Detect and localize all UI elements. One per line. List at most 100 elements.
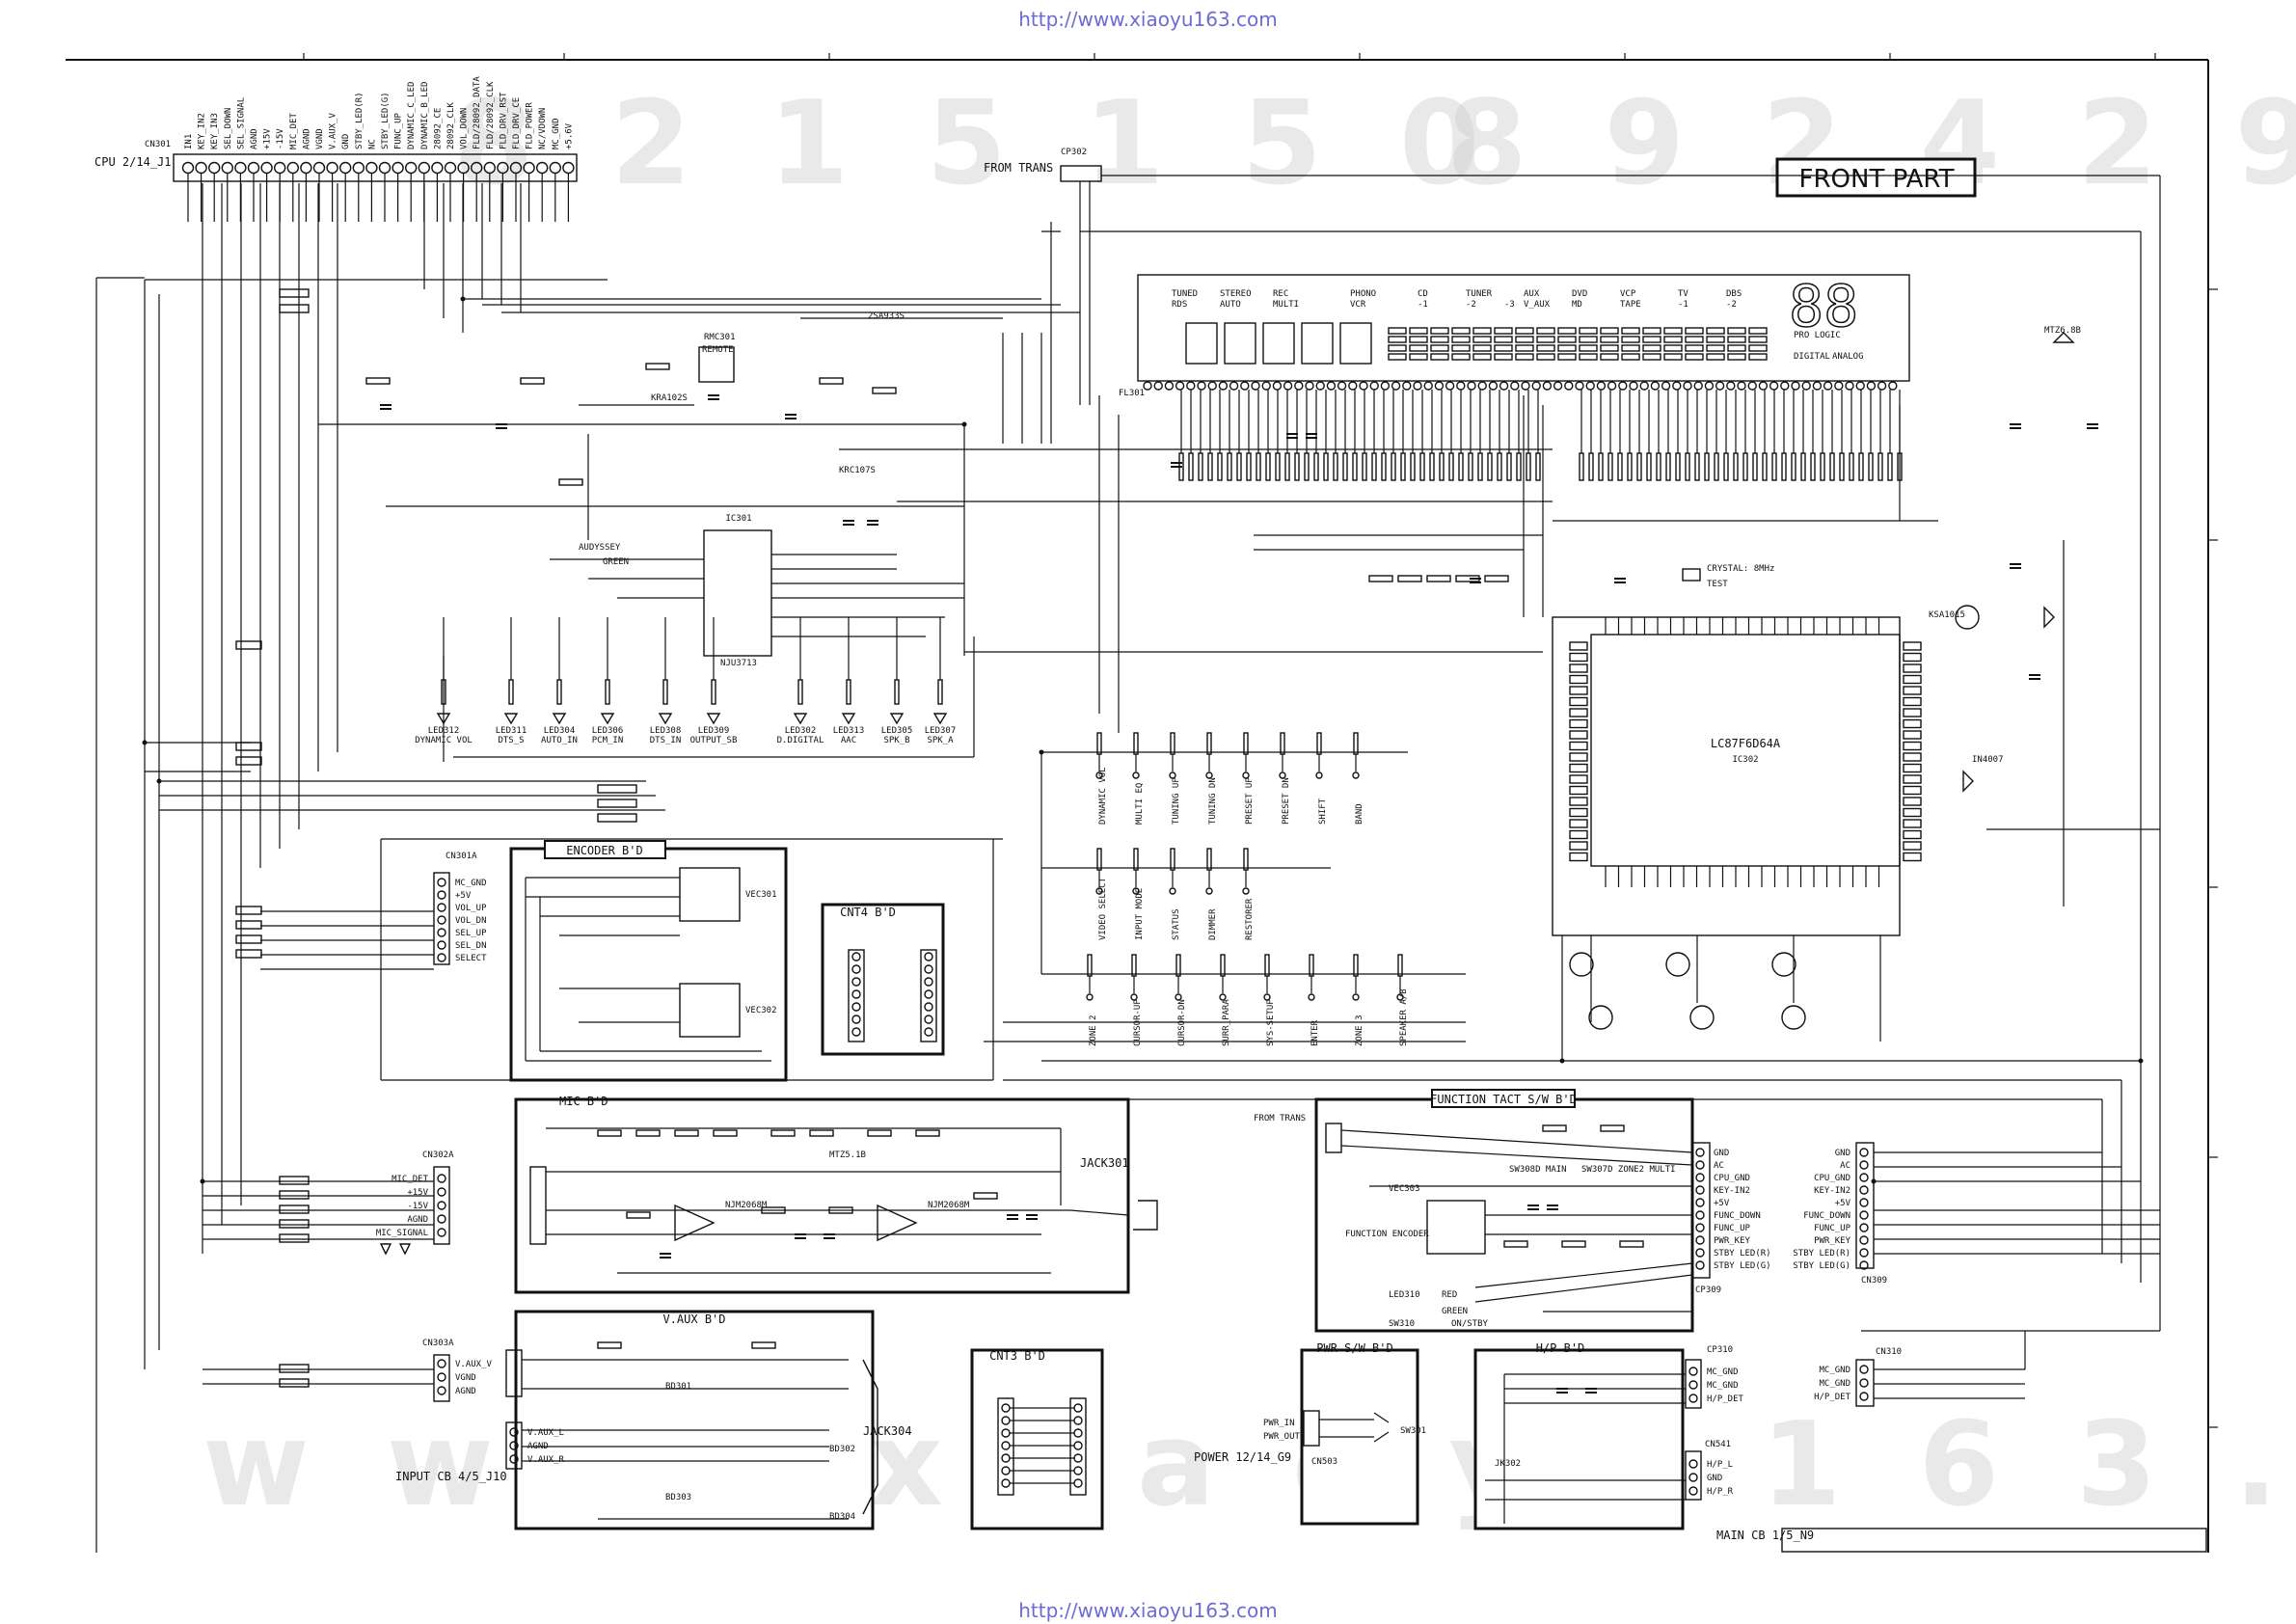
led310-red: RED	[1442, 1290, 1457, 1300]
vfd-label: MULTI	[1273, 300, 1299, 310]
cpu-pin	[365, 161, 378, 175]
pin	[437, 1372, 446, 1382]
pin-label: GND	[1714, 1149, 1729, 1158]
vfd-pin	[1175, 381, 1185, 391]
cp305-body	[1325, 1123, 1342, 1153]
cn301a-label: CN301A	[446, 852, 477, 861]
vfd-label: CD	[1418, 289, 1428, 299]
pin	[437, 890, 446, 900]
front-part-box	[1775, 157, 1977, 198]
vfd-pin	[1369, 381, 1379, 391]
vec303-box	[1426, 1200, 1486, 1255]
trans-lines	[1041, 175, 2161, 1331]
pin	[437, 1228, 446, 1237]
pin	[1695, 1185, 1705, 1195]
cpu-pin	[457, 161, 470, 175]
function-tact-title-box	[1431, 1089, 1576, 1108]
vfd-label: -3	[1504, 300, 1515, 310]
cp302b-body	[529, 1166, 547, 1245]
cp303-body	[920, 949, 937, 1042]
vfd-pin	[1186, 381, 1196, 391]
led-label: PCM_IN	[592, 736, 624, 745]
cp310-label: CP310	[1707, 1345, 1733, 1355]
cpu-pin	[509, 161, 523, 175]
switch-name: DYNAMIC VOL	[1098, 767, 1108, 825]
cpu-pin	[549, 161, 561, 175]
cp306-body	[505, 1421, 523, 1470]
vfd-pin	[1197, 381, 1206, 391]
switch-name: TUNING UP	[1172, 777, 1181, 825]
vfd-pin	[1672, 381, 1682, 391]
vfd-pin	[1326, 381, 1337, 391]
vfd-pin	[1153, 381, 1163, 391]
switch-name: RESTORER	[1245, 898, 1255, 940]
cpu-pin	[234, 161, 247, 175]
vfd-label: PHONO	[1350, 289, 1376, 299]
cpu-pin-label: SEL_DOWN	[224, 108, 233, 149]
led-ref: LED309	[698, 726, 730, 736]
led-ref: LED307	[925, 726, 957, 736]
encoder-board	[509, 847, 788, 1082]
vfd-display	[1137, 274, 1910, 382]
cpu-pin-label: FLD_POWER	[526, 102, 535, 149]
pin-label: H/P_L	[1707, 1460, 1733, 1470]
cpu-pin-label: STBY_LED(G)	[381, 92, 391, 149]
vfd-pin	[1164, 381, 1175, 391]
pin-label: MIC_SIGNAL	[376, 1229, 428, 1238]
cn309-body	[1855, 1142, 1875, 1269]
vfd-pin	[1240, 381, 1250, 391]
svg-text:2SA933S: 2SA933S	[868, 311, 905, 321]
vfd-label: ANALOG	[1832, 352, 1864, 362]
hp-title: H/P B'D	[1536, 1341, 1585, 1355]
vfd-pin	[1585, 381, 1595, 391]
cn302a-body	[433, 1166, 450, 1245]
switch-name: STATUS	[1172, 908, 1181, 940]
encoder-wiring	[525, 877, 771, 1062]
pin	[1859, 1378, 1869, 1388]
pin	[1688, 1486, 1698, 1496]
pin	[1695, 1260, 1705, 1270]
switch-name: CURSOR-UP	[1133, 999, 1143, 1046]
cpu-bus	[95, 183, 1080, 1553]
pin-label: MC_GND	[1707, 1381, 1739, 1391]
pin	[1859, 1160, 1869, 1170]
vfd-pin	[1294, 381, 1304, 391]
led-label: D.DIGITAL	[777, 736, 824, 745]
cpu-pin	[471, 161, 483, 175]
cn503-label: CN503	[1311, 1457, 1337, 1467]
pwr-sw-wiring	[1319, 1412, 1390, 1443]
pin	[1695, 1173, 1705, 1182]
vfd-pin	[1877, 381, 1887, 391]
pin	[1688, 1459, 1698, 1469]
vfd-pin	[1693, 381, 1703, 391]
led-ref: LED308	[650, 726, 682, 736]
pin	[1859, 1173, 1869, 1182]
led-driver-wiring	[318, 222, 1052, 762]
vfd-pin	[1218, 381, 1229, 391]
ic302-frame	[1552, 616, 1901, 936]
sw-zone-label: SW307D ZONE2 MULTI	[1581, 1165, 1676, 1175]
vfd-pin	[1434, 381, 1445, 391]
cnt4-title: CNT4 B'D	[840, 906, 896, 919]
right-connector-wiring	[1874, 1151, 2160, 1399]
cp309-label: CP309	[1695, 1286, 1721, 1295]
hp-wiring	[1485, 1373, 1686, 1524]
pin	[1859, 1148, 1869, 1157]
right-side-parts	[1569, 332, 2075, 1030]
jack301-symbol	[1133, 1200, 1158, 1231]
vfd-label: DBS	[1726, 289, 1742, 299]
cpu-pin-label: GND	[341, 134, 351, 149]
svg-text:BD302: BD302	[829, 1445, 855, 1454]
pin-label: PWR_KEY	[1714, 1236, 1751, 1246]
pin	[1859, 1235, 1869, 1245]
cpu-pin	[431, 161, 444, 175]
power-cb-label: POWER 12/14_G9	[1194, 1450, 1291, 1464]
pin-label: AC	[1714, 1161, 1724, 1171]
switch-name: BAND	[1355, 803, 1364, 825]
vfd-pin	[1402, 381, 1412, 391]
misc-part-labels: AUDYSSEY GREEN MTZ6.8B BD301 BD302 BD303…	[579, 311, 2081, 1522]
from-trans-label: FROM TRANS	[984, 161, 1053, 175]
